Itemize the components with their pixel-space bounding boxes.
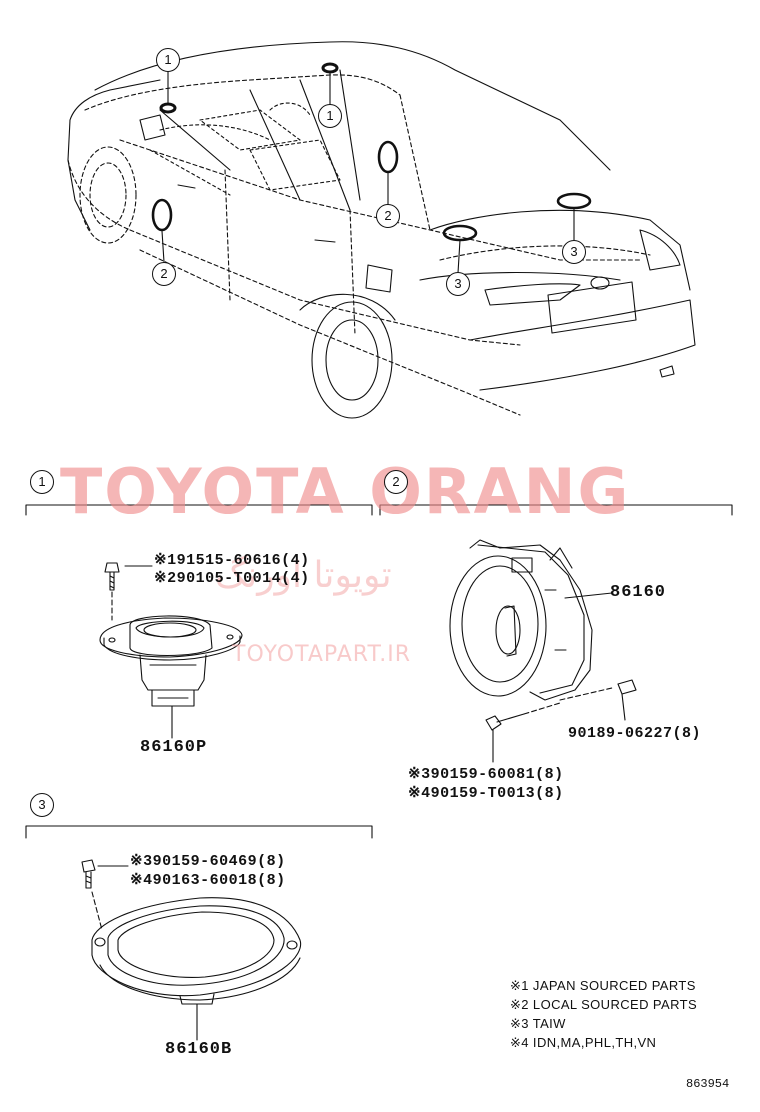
section-3-art — [25, 825, 373, 1041]
part-qty: (8) — [257, 853, 286, 870]
note-mark: ※1 — [154, 552, 177, 569]
section-1-callout: 1 — [30, 470, 54, 494]
section-3-callout: 3 — [30, 793, 54, 817]
note-2: ※2 LOCAL SOURCED PARTS — [510, 997, 698, 1012]
note-mark: ※4 — [408, 785, 431, 802]
car-callout-1b: 1 — [318, 104, 342, 128]
section-3-part-2: ※490163-60018(8) — [130, 870, 286, 889]
part-number: 90159-60081 — [430, 766, 536, 783]
car-callout-1a: 1 — [156, 48, 180, 72]
part-qty: (8) — [257, 872, 286, 889]
note-mark: ※2 — [154, 570, 177, 587]
part-qty: (8) — [535, 766, 564, 783]
part-qty: (4) — [281, 552, 310, 569]
part-number: 91515-60616 — [176, 552, 282, 569]
part-number: 90163-60018 — [152, 872, 258, 889]
part-number: 90105-T0014 — [176, 570, 282, 587]
part-qty: (8) — [535, 785, 564, 802]
car-callout-2a: 2 — [152, 262, 176, 286]
section-1-part-1: ※191515-60616(4) — [154, 550, 310, 569]
note-3: ※3 TAIW — [510, 1016, 566, 1031]
watermark-url: TOYOTAPART.IR — [232, 642, 412, 667]
car-callout-3b: 3 — [562, 240, 586, 264]
part-number: 90159-60469 — [152, 853, 258, 870]
car-callout-2b: 2 — [376, 204, 400, 228]
section-1-main-part: 86160P — [140, 738, 208, 757]
part-qty: (8) — [672, 725, 702, 742]
note-4: ※4 IDN,MA,PHL,TH,VN — [510, 1035, 657, 1050]
section-2-part-2: ※490159-T0013(8) — [408, 783, 564, 802]
section-2-art — [379, 504, 733, 763]
section-1-part-2: ※290105-T0014(4) — [154, 568, 310, 587]
part-number: 90189-06227 — [568, 725, 673, 742]
section-3-part-1: ※390159-60469(8) — [130, 851, 286, 870]
section-2-part-1: ※390159-60081(8) — [408, 764, 564, 783]
note-mark: ※4 — [130, 872, 153, 889]
car-illustration — [67, 41, 696, 419]
car-callout-3a: 3 — [446, 272, 470, 296]
diagram-id: 863954 — [686, 1077, 730, 1091]
section-1-art — [25, 504, 373, 739]
watermark-main: TOYOTA ORANG — [60, 455, 631, 528]
part-number: 90159-T0013 — [430, 785, 536, 802]
part-qty: (4) — [281, 570, 310, 587]
note-mark: ※3 — [130, 853, 153, 870]
note-mark: ※3 — [408, 766, 431, 783]
section-2-callout: 2 — [384, 470, 408, 494]
section-2-clip-part: 90189-06227(8) — [568, 725, 701, 742]
watermark-arabic: تویوتا اورنگ — [215, 555, 392, 596]
note-1: ※1 JAPAN SOURCED PARTS — [510, 978, 696, 993]
section-2-main-part: 86160 — [610, 583, 667, 602]
section-3-main-part: 86160B — [165, 1040, 233, 1059]
